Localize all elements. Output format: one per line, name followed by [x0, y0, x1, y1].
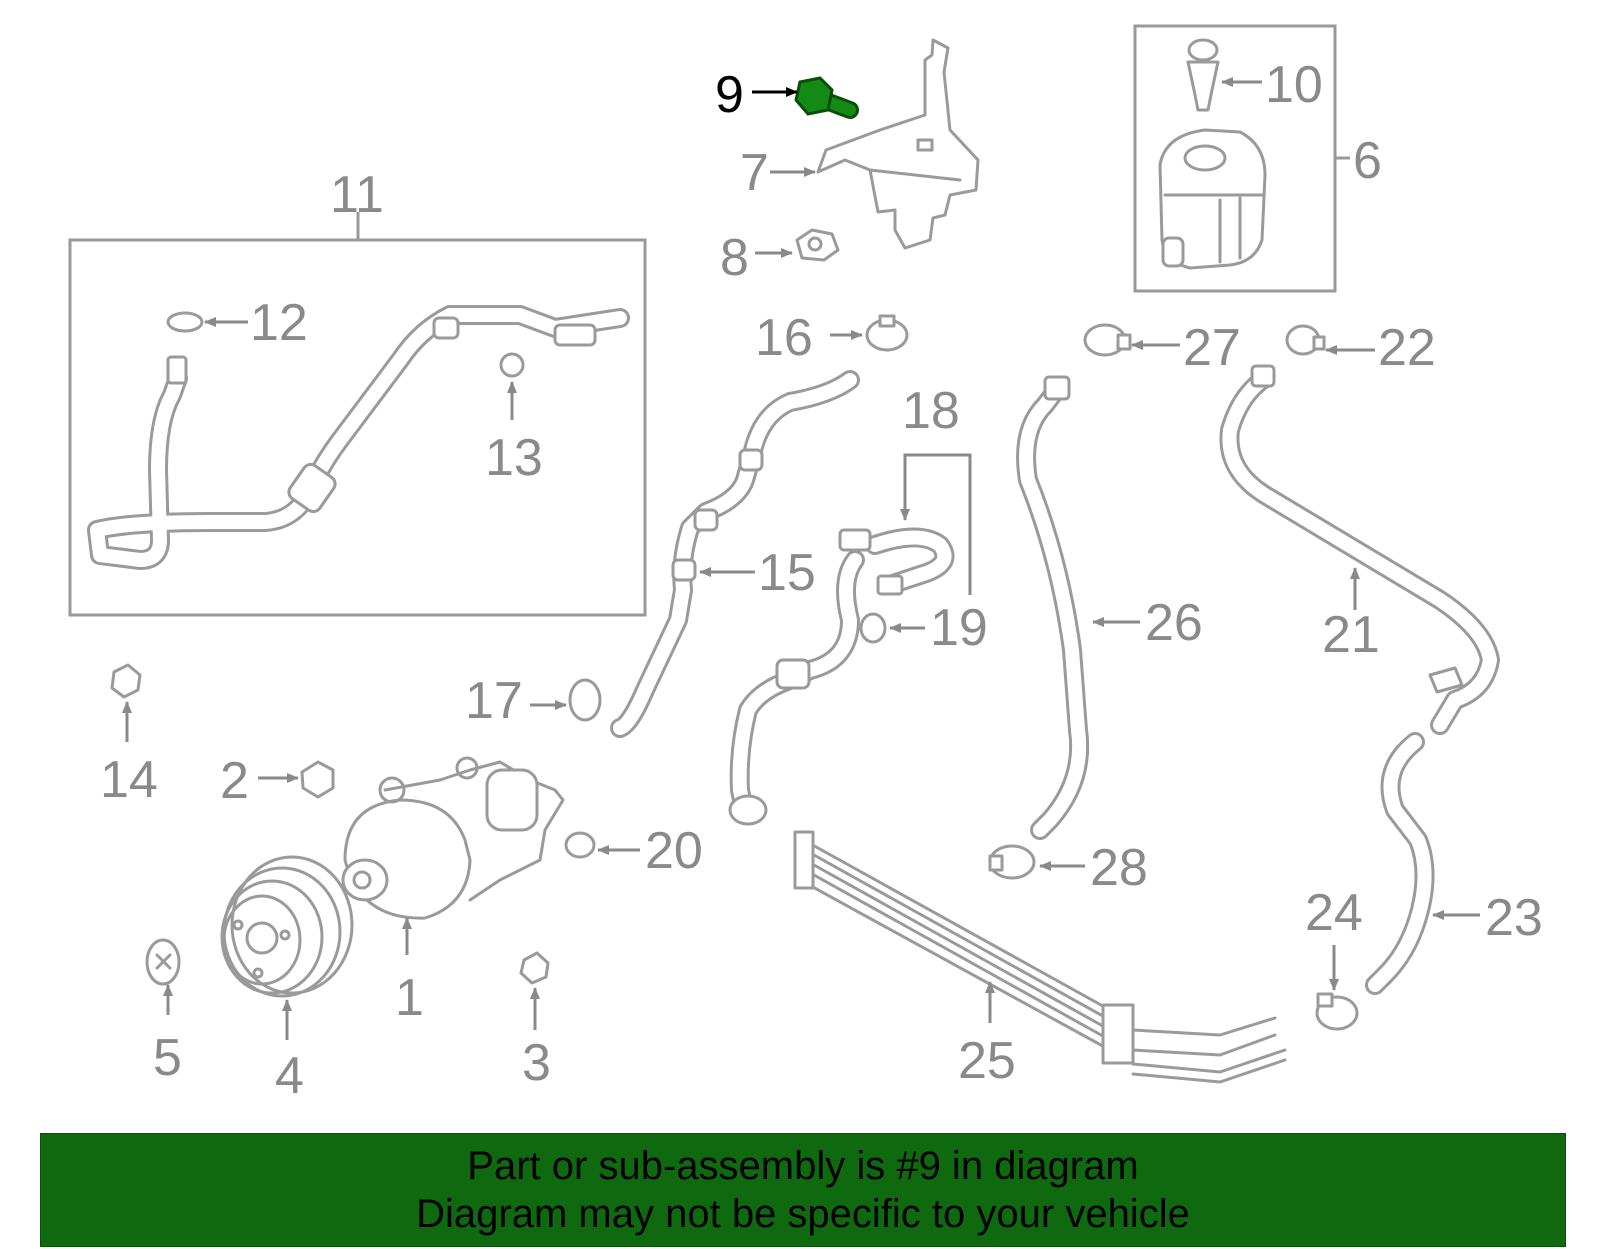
- o-ring-19: [859, 612, 887, 644]
- banner-disclaimer-line: Diagram may not be specific to your vehi…: [416, 1192, 1190, 1236]
- return-line-21: [1219, 364, 1500, 735]
- callout-16: 16: [755, 309, 813, 367]
- clamp-24: [1315, 992, 1359, 1031]
- callout-21: 21: [1322, 606, 1380, 664]
- callout-25: 25: [958, 1032, 1016, 1090]
- callout-14: 14: [100, 751, 158, 809]
- clamp-27: [1083, 323, 1132, 357]
- callout-27: 27: [1183, 319, 1241, 377]
- callout-9-highlighted: 9: [715, 66, 744, 124]
- bolt-2: [300, 738, 377, 799]
- bolt-14: [110, 630, 153, 699]
- callout-7: 7: [740, 144, 769, 202]
- banner-part-line: Part or sub-assembly is #9 in diagram: [467, 1144, 1139, 1188]
- parts-diagram: 1 2 3 4 5 6 7 8 9 10 11 12 13 14 15 16 1…: [68, 24, 1543, 1105]
- pressure-line-18: [728, 527, 955, 826]
- callout-2: 2: [220, 752, 249, 810]
- callout-24: 24: [1305, 884, 1363, 942]
- o-ring-20: [564, 831, 596, 859]
- clamp-22: [1285, 324, 1326, 356]
- callout-10: 10: [1265, 56, 1323, 114]
- info-banner: Part or sub-assembly is #9 in diagram Di…: [40, 1133, 1566, 1247]
- pulley-4: [220, 855, 354, 998]
- callout-13: 13: [485, 429, 543, 487]
- callout-28: 28: [1090, 839, 1148, 897]
- bolt-5: [145, 931, 204, 986]
- callout-4: 4: [275, 1047, 304, 1105]
- callout-3: 3: [522, 1034, 551, 1092]
- callout-1: 1: [395, 969, 424, 1027]
- cooler-25: [793, 830, 1287, 1084]
- clamp-16: [865, 314, 909, 352]
- callout-8: 8: [720, 229, 749, 287]
- pump-1: [341, 756, 565, 920]
- bracket-7: [816, 38, 980, 250]
- callout-19: 19: [930, 599, 988, 657]
- reservoir-6: [1158, 128, 1267, 270]
- bolt-3: [507, 922, 550, 985]
- callout-6: 6: [1353, 132, 1382, 190]
- hose-23: [1365, 732, 1435, 995]
- callout-26: 26: [1145, 594, 1203, 652]
- callout-12: 12: [250, 294, 308, 352]
- bolt-9-highlighted: [794, 76, 859, 119]
- seal-12: [166, 311, 204, 333]
- callout-20: 20: [645, 822, 703, 880]
- callout-22: 22: [1378, 319, 1436, 377]
- o-ring-13: [499, 352, 525, 378]
- callout-18: 18: [902, 382, 960, 440]
- return-hose-15: [610, 370, 860, 738]
- callout-17: 17: [465, 672, 523, 730]
- hose-26: [1016, 375, 1090, 840]
- nut-8: [795, 228, 840, 262]
- o-ring-17: [568, 678, 602, 722]
- pressure-hose-11: [87, 305, 630, 570]
- clamp-28: [988, 844, 1036, 880]
- cap-10: [1186, 38, 1220, 112]
- callout-15: 15: [758, 544, 816, 602]
- callout-23: 23: [1485, 889, 1543, 947]
- callout-11: 11: [330, 166, 384, 224]
- callout-5: 5: [153, 1029, 182, 1087]
